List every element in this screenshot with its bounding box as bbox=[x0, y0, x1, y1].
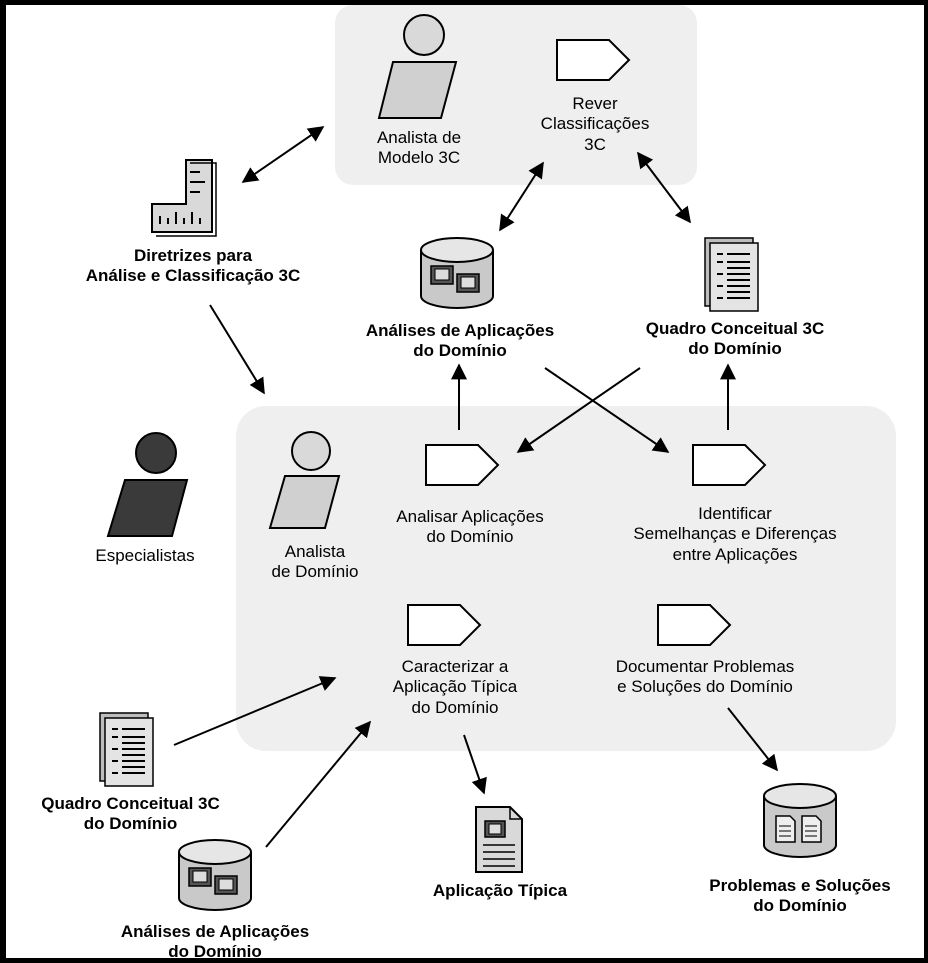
documentar-label: Documentar Problemas e Soluções do Domín… bbox=[575, 657, 835, 698]
problemas-line-1: Problemas e Soluções bbox=[709, 876, 891, 895]
quadro-top-document-icon bbox=[704, 237, 759, 312]
arrow-quadro-caracterizar bbox=[173, 676, 337, 746]
rever-label: Rever Classificações 3C bbox=[510, 94, 680, 155]
aplicacao-tipica-label: Aplicação Típica bbox=[400, 881, 600, 901]
quadro-top-line-1: Quadro Conceitual 3C bbox=[645, 319, 825, 338]
arrow-analises-rever bbox=[499, 161, 544, 232]
quadro-bottom-label: Quadro Conceitual 3C do Domínio bbox=[8, 794, 253, 835]
problemas-database-icon bbox=[763, 783, 837, 858]
analisar-label: Analisar Aplicações do Domínio bbox=[360, 507, 580, 548]
identificar-line-1: Identificar bbox=[698, 504, 772, 523]
analisar-line-2: do Domínio bbox=[426, 527, 514, 547]
analista-dominio-line-2: de Domínio bbox=[271, 562, 359, 582]
caracterizar-label: Caracterizar a Aplicação Típica do Domín… bbox=[355, 657, 555, 718]
quadro-top-label: Quadro Conceitual 3C do Domínio bbox=[600, 319, 870, 360]
analises-bottom-database-icon bbox=[178, 839, 252, 911]
aplicacao-tipica-document-icon bbox=[475, 806, 523, 873]
identificar-line-2: Semelhanças e Diferenças bbox=[633, 524, 837, 544]
arrow-caracterizar-aplicacao bbox=[463, 734, 487, 795]
arrow-documentar-problemas bbox=[727, 707, 778, 772]
quadro-top-line-2: do Domínio bbox=[688, 339, 782, 359]
rever-line-2: Classificações bbox=[540, 114, 650, 134]
arrow-diretrizes-analista bbox=[241, 126, 325, 183]
arrow-analises-identificar bbox=[544, 367, 670, 453]
analises-top-label: Análises de Aplicações do Domínio bbox=[320, 321, 600, 362]
identificar-label: Identificar Semelhanças e Diferenças ent… bbox=[590, 504, 880, 565]
documentar-line-1: Documentar Problemas bbox=[615, 657, 795, 676]
analista-modelo-actor-icon bbox=[377, 14, 458, 119]
analises-top-database-icon bbox=[420, 237, 494, 309]
caracterizar-line-3: do Domínio bbox=[411, 697, 499, 717]
problemas-line-2: do Domínio bbox=[753, 896, 847, 916]
especialistas-actor-icon bbox=[106, 432, 189, 537]
analises-top-line-1: Análises de Aplicações bbox=[365, 321, 555, 340]
rever-line-1: Rever bbox=[572, 94, 618, 113]
caracterizar-line-2: Aplicação Típica bbox=[392, 677, 518, 697]
arrow-diretrizes-region bbox=[209, 304, 265, 395]
quadro-bottom-line-2: do Domínio bbox=[83, 814, 178, 834]
analista-dominio-label: Analista de Domínio bbox=[240, 542, 390, 583]
analista-dominio-actor-icon bbox=[268, 431, 341, 529]
rever-line-3: 3C bbox=[584, 134, 606, 154]
analises-bottom-line-2: do Domínio bbox=[168, 942, 262, 962]
quadro-bottom-document-icon bbox=[99, 712, 154, 787]
analista-modelo-label: Analista de Modelo 3C bbox=[344, 128, 494, 169]
diretrizes-line-2: Análise e Classificação 3C bbox=[85, 266, 301, 286]
analista-dominio-line-1: Analista bbox=[284, 542, 346, 561]
identificar-line-3: entre Aplicações bbox=[672, 544, 798, 564]
especialistas-label: Especialistas bbox=[60, 546, 230, 566]
documentar-line-2: e Soluções do Domínio bbox=[617, 677, 793, 697]
analista-modelo-line-2: Modelo 3C bbox=[377, 148, 461, 168]
quadro-bottom-line-1: Quadro Conceitual 3C bbox=[41, 794, 220, 813]
arrow-quadro-analisar bbox=[516, 367, 641, 453]
caracterizar-line-1: Caracterizar a bbox=[401, 657, 509, 676]
analises-bottom-line-1: Análises de Aplicações bbox=[120, 922, 310, 941]
diretrizes-label: Diretrizes para Análise e Classificação … bbox=[28, 246, 358, 287]
diretrizes-line-1: Diretrizes para bbox=[133, 246, 253, 265]
aplicacao-tipica-line-1: Aplicação Típica bbox=[432, 881, 568, 900]
diretrizes-icon bbox=[151, 159, 217, 237]
analista-modelo-line-1: Analista de bbox=[376, 128, 462, 147]
analisar-line-1: Analisar Aplicações bbox=[396, 507, 544, 526]
analises-bottom-label: Análises de Aplicações do Domínio bbox=[80, 922, 350, 963]
problemas-label: Problemas e Soluções do Domínio bbox=[680, 876, 920, 917]
arrow-rever-quadro bbox=[637, 151, 691, 224]
arrow-analises-caracterizar bbox=[265, 720, 372, 848]
domain-analysis-region bbox=[236, 406, 896, 751]
analises-top-line-2: do Domínio bbox=[413, 341, 507, 361]
especialistas-line-1: Especialistas bbox=[95, 546, 195, 565]
